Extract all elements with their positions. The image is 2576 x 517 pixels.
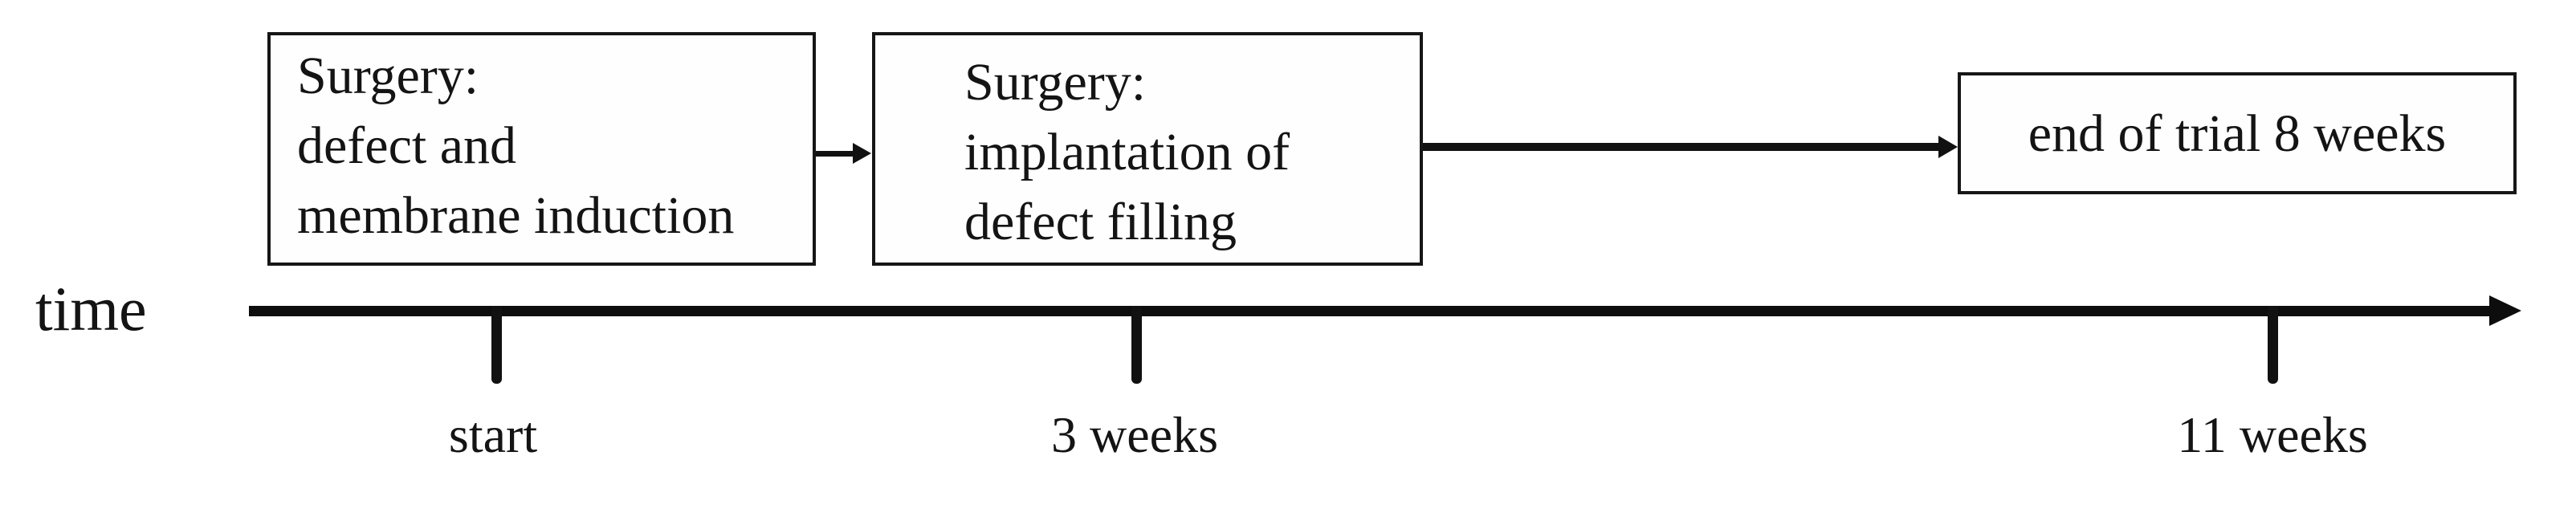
event-box-line: Surgery: bbox=[964, 53, 1147, 112]
event-box-line: defect and bbox=[297, 116, 516, 175]
time-axis-arrowhead-icon bbox=[2489, 295, 2521, 326]
event-box-line: defect filling bbox=[964, 193, 1237, 251]
time-axis-label: time bbox=[35, 274, 147, 344]
tick-start bbox=[491, 306, 502, 384]
arrow-box1-to-box2-shaft bbox=[816, 151, 854, 157]
arrow-box1-to-box2-arrowhead-icon bbox=[853, 143, 871, 164]
event-box-line: Surgery: bbox=[297, 47, 479, 105]
event-box-line: implantation of bbox=[964, 123, 1290, 181]
tick-label-3-weeks: 3 weeks bbox=[1051, 406, 1218, 463]
tick-label-11-weeks: 11 weeks bbox=[2177, 406, 2368, 463]
arrow-box2-to-box3-arrowhead-icon bbox=[1938, 136, 1958, 158]
arrow-box2-to-box3-shaft bbox=[1423, 143, 1940, 151]
event-box-line: membrane induction bbox=[297, 186, 735, 245]
event-box-end-of-trial: end of trial 8 weeks bbox=[1958, 72, 2517, 194]
event-box-surgery-membrane-induction: Surgery: defect and membrane induction bbox=[267, 32, 816, 266]
event-box-line: end of trial 8 weeks bbox=[2028, 104, 2447, 163]
time-axis-line bbox=[249, 306, 2491, 316]
tick-3-weeks bbox=[1131, 306, 1142, 384]
tick-11-weeks bbox=[2268, 306, 2278, 384]
event-box-surgery-defect-filling: Surgery: implantation of defect filling bbox=[872, 32, 1423, 266]
tick-label-start: start bbox=[448, 406, 538, 463]
